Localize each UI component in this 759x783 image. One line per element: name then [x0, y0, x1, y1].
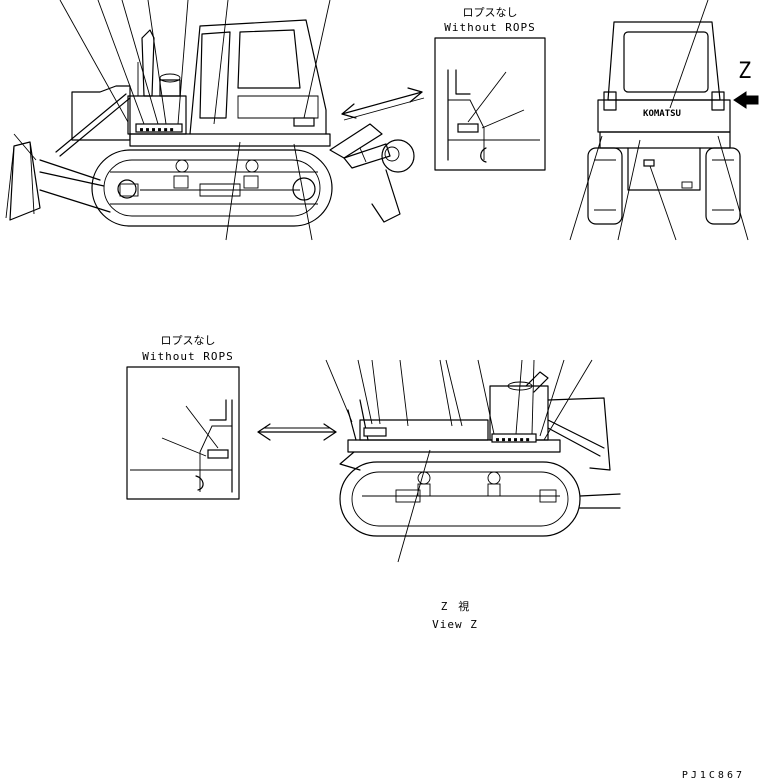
- drawing-code: PJ1C867: [682, 770, 745, 781]
- svg-text:■ ■ ■ ■ ■ ■: ■ ■ ■ ■ ■ ■: [140, 127, 173, 133]
- view-z-marker: Z: [733, 59, 759, 109]
- view-z-caption-ja: Z 視: [441, 599, 470, 613]
- inset-title-en: Without ROPS: [444, 21, 535, 34]
- double-arrow-icon: [257, 423, 337, 441]
- dozer-rear-view: KOMATSU: [569, 0, 749, 241]
- inset-without-rops-top: ロプスなし Without ROPS: [434, 6, 546, 171]
- inset-title-ja: ロプスなし: [161, 334, 216, 347]
- view-z-caption-en: View Z: [432, 618, 478, 631]
- dozer-view-z: ■ ■ ■ ■ ■ ■: [325, 359, 621, 563]
- view-z-caption: Z 視 View Z: [432, 599, 478, 631]
- inset-title-ja: ロプスなし: [463, 6, 518, 19]
- svg-text:■ ■ ■ ■ ■ ■: ■ ■ ■ ■ ■ ■: [496, 437, 529, 443]
- view-arrow-icon: [733, 91, 759, 109]
- view-z-letter: Z: [738, 59, 751, 84]
- double-arrow-icon: [341, 87, 425, 121]
- dozer-side-view: ■ ■ ■ ■ ■ ■: [5, 0, 415, 241]
- inset-without-rops-bottom: ロプスなし Without ROPS: [126, 334, 240, 500]
- brand-logo: KOMATSU: [643, 109, 681, 119]
- inset-title-en: Without ROPS: [142, 350, 233, 363]
